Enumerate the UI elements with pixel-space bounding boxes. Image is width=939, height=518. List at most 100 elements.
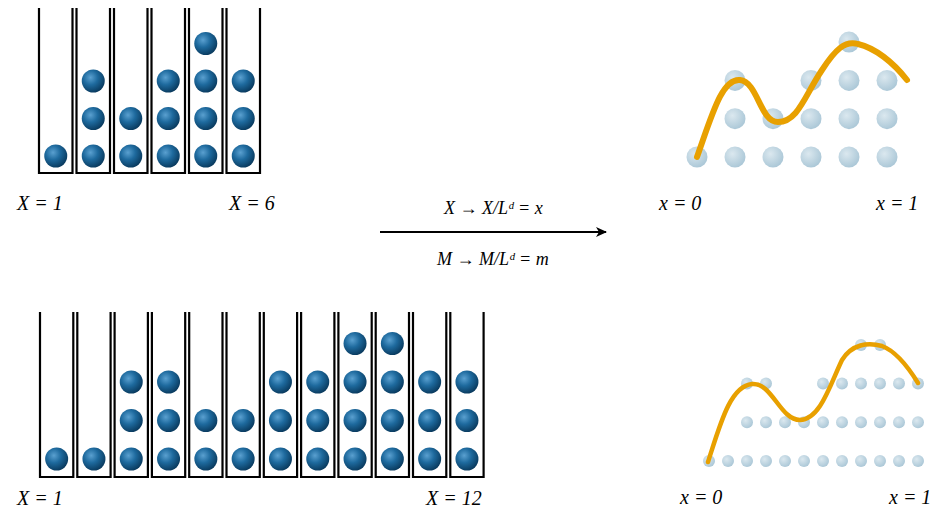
ball: [44, 145, 67, 168]
ball: [157, 371, 180, 394]
faded-ball: [874, 378, 886, 390]
faded-ball: [912, 455, 924, 467]
faded-ball: [877, 108, 898, 129]
faded-grid: [703, 339, 924, 467]
ball: [194, 32, 217, 55]
faded-ball: [817, 416, 829, 428]
faded-ball: [855, 455, 867, 467]
faded-ball: [893, 378, 905, 390]
density-curve: [697, 43, 907, 157]
faded-ball: [839, 147, 860, 168]
ball: [232, 70, 255, 93]
tube: [189, 312, 222, 477]
ball: [194, 107, 217, 130]
ball: [344, 409, 367, 432]
ball: [157, 70, 180, 93]
ball: [45, 448, 68, 471]
ball: [157, 409, 180, 432]
tube: [450, 312, 483, 477]
map-arrow: [380, 231, 606, 233]
ball: [455, 448, 478, 471]
ball: [232, 448, 255, 471]
tube: [227, 312, 260, 477]
faded-ball: [725, 147, 746, 168]
faded-ball: [801, 147, 822, 168]
ball: [418, 371, 441, 394]
axis-label: X = 12: [426, 488, 482, 508]
faded-ball: [893, 416, 905, 428]
faded-ball: [836, 455, 848, 467]
ball: [157, 107, 180, 130]
axis-label: X = 1: [17, 488, 63, 508]
ball: [232, 409, 255, 432]
ball: [232, 145, 255, 168]
ball: [194, 409, 217, 432]
tube: [338, 312, 371, 477]
axis-label: x = 1: [889, 487, 931, 507]
tube: [152, 312, 185, 477]
mapping-label: X → X/Lᵈ = x: [444, 199, 543, 217]
tube: [115, 312, 148, 477]
ball: [269, 409, 292, 432]
axis-label: X = 6: [229, 193, 275, 213]
faded-ball: [874, 416, 886, 428]
ball: [194, 145, 217, 168]
faded-ball: [874, 455, 886, 467]
tube: [189, 8, 223, 173]
ball: [381, 371, 404, 394]
tube: [264, 312, 297, 477]
ball: [381, 409, 404, 432]
tube: [376, 312, 409, 477]
tube-row: [39, 8, 260, 173]
faded-ball: [725, 108, 746, 129]
ball: [119, 145, 142, 168]
faded-ball: [836, 416, 848, 428]
ball: [232, 107, 255, 130]
faded-ball: [760, 416, 772, 428]
density-curve: [708, 344, 918, 462]
faded-ball: [760, 455, 772, 467]
axis-label: x = 1: [876, 193, 918, 213]
ball: [194, 448, 217, 471]
faded-ball: [877, 70, 898, 91]
tube: [40, 312, 73, 477]
faded-ball: [741, 416, 753, 428]
faded-ball: [839, 70, 860, 91]
ball: [82, 145, 105, 168]
ball: [120, 448, 143, 471]
axis-label: x = 0: [659, 193, 701, 213]
ball: [194, 70, 217, 93]
ball: [381, 448, 404, 471]
tube: [413, 312, 446, 477]
tube: [114, 8, 148, 173]
faded-ball: [836, 378, 848, 390]
tube: [77, 312, 110, 477]
faded-ball: [741, 455, 753, 467]
faded-ball: [798, 455, 810, 467]
ball: [120, 371, 143, 394]
tube: [39, 8, 73, 173]
faded-ball: [763, 147, 784, 168]
ball: [418, 409, 441, 432]
ball: [119, 107, 142, 130]
mapping-label: M → M/Lᵈ = m: [437, 250, 549, 268]
ball: [120, 409, 143, 432]
tube: [77, 8, 111, 173]
tube: [301, 312, 334, 477]
ball: [269, 448, 292, 471]
faded-ball: [855, 416, 867, 428]
ball: [344, 332, 367, 355]
faded-ball: [801, 108, 822, 129]
axis-label: x = 0: [680, 487, 722, 507]
faded-ball: [877, 147, 898, 168]
faded-ball: [722, 455, 734, 467]
faded-ball: [893, 455, 905, 467]
ball: [306, 371, 329, 394]
ball: [418, 448, 441, 471]
axis-label: X = 1: [17, 193, 63, 213]
ball: [306, 448, 329, 471]
tube-row: [40, 312, 484, 477]
ball: [344, 371, 367, 394]
ball: [82, 448, 105, 471]
